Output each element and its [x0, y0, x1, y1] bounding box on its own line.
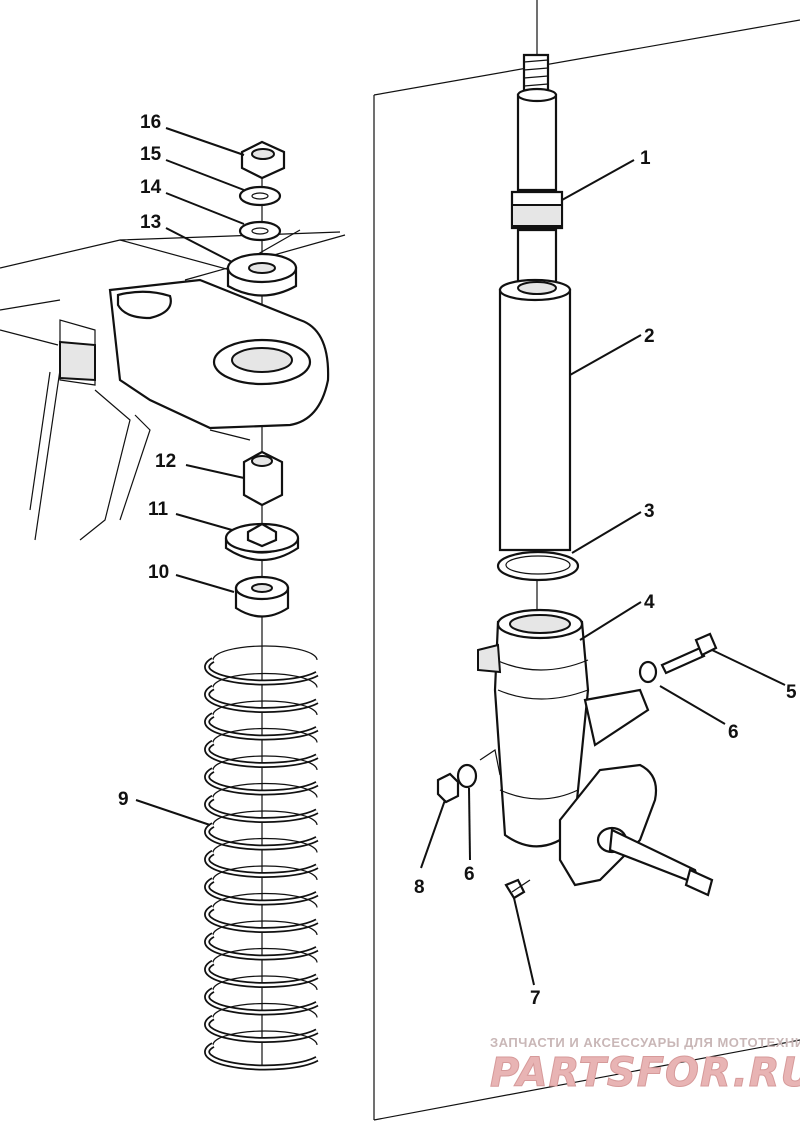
- callout-13: 13: [140, 212, 161, 233]
- spring-coil-highlight: [205, 906, 318, 932]
- spring-coil-back: [212, 975, 318, 991]
- fitting-7: [504, 878, 531, 900]
- frame-lines: [373, 19, 800, 1121]
- spring-coil-highlight: [205, 686, 318, 712]
- spring-coil-back: [212, 1002, 318, 1018]
- callout-11: 11: [148, 499, 169, 520]
- spring-coil-highlight: [205, 933, 318, 959]
- washer-6a: [638, 660, 658, 684]
- callout-15: 15: [140, 144, 162, 165]
- spring-coil-back: [212, 810, 318, 826]
- callout-7: 7: [530, 988, 541, 1009]
- callout-8: 8: [414, 877, 425, 898]
- callout-1: 1: [640, 148, 651, 169]
- retainer-11: [224, 522, 300, 562]
- spring-coil-highlight: [205, 823, 318, 849]
- spring-coil-highlight: [205, 1043, 318, 1069]
- spring-coil-highlight: [205, 851, 318, 877]
- callout-9: 9: [118, 789, 129, 810]
- coil-spring-9: [204, 645, 319, 1071]
- ring-3: [496, 550, 580, 582]
- spring-coil-highlight: [205, 796, 318, 822]
- spring-coil-highlight: [205, 1016, 318, 1042]
- watermark-caption: ЗАПЧАСТИ И АКСЕССУАРЫ ДЛЯ МОТОТЕХНИКИ: [490, 1035, 800, 1050]
- callout-10: 10: [148, 562, 169, 583]
- callout-16: 16: [140, 112, 161, 133]
- spring-coil-back: [212, 727, 318, 743]
- spring-coil-back: [212, 865, 318, 881]
- spring-coil-back: [212, 1030, 318, 1046]
- spring-coil-back: [212, 755, 318, 771]
- spring-coil-back: [212, 920, 318, 936]
- spring-coil-back: [212, 672, 318, 688]
- spring-coil-back: [212, 782, 318, 798]
- spring-coil-highlight: [205, 961, 318, 987]
- washer-6b: [456, 763, 478, 789]
- spring-coil-highlight: [205, 658, 318, 684]
- bushing-10: [234, 575, 290, 618]
- spring-coil-back: [212, 947, 318, 963]
- washer-15: [238, 185, 282, 207]
- spring-coil-highlight: [205, 768, 318, 794]
- spring-coil-highlight: [205, 741, 318, 767]
- callout-12: 12: [155, 451, 176, 472]
- spring-coil-highlight: [205, 988, 318, 1014]
- spring-coil-highlight: [205, 713, 318, 739]
- spacer-12: [242, 450, 284, 507]
- callout-5: 5: [786, 682, 797, 703]
- axis-lines: [261, 0, 538, 1070]
- strut-housing-4: [477, 608, 714, 897]
- watermark-brand: PARTSFOR.RU: [490, 1050, 800, 1096]
- spring-coil-back: [212, 892, 318, 908]
- callout-labels: 16 15 14 13 12 11 10 9 1 2 3 4 5 6 8 6 7: [118, 112, 797, 1009]
- watermark: ЗАПЧАСТИ И АКСЕССУАРЫ ДЛЯ МОТОТЕХНИКИ PA…: [490, 1035, 800, 1097]
- callout-3: 3: [644, 501, 655, 522]
- spring-coil-highlight: [205, 878, 318, 904]
- upper-mount-bracket: [0, 229, 346, 541]
- washer-14: [238, 220, 282, 242]
- nut-16: [240, 140, 286, 180]
- callout-6-right: 6: [728, 722, 739, 743]
- nut-8: [436, 772, 460, 804]
- callout-6-left: 6: [464, 864, 475, 885]
- callout-14: 14: [140, 177, 162, 198]
- spring-coil-back: [212, 700, 318, 716]
- leader-lines: [135, 127, 786, 986]
- bushing-13: [226, 252, 298, 297]
- shock-absorber: [498, 53, 572, 552]
- spring-coil-back: [212, 645, 318, 661]
- spring-coil-back: [212, 837, 318, 853]
- callout-4: 4: [644, 592, 655, 613]
- callout-2: 2: [644, 326, 655, 347]
- bolt-5: [660, 632, 718, 675]
